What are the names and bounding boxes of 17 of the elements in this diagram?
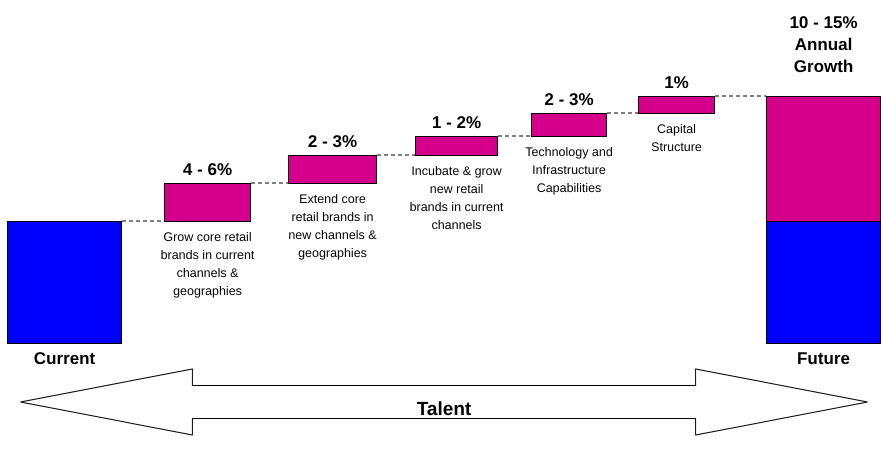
bar-description: Incubate & grow new retail brands in current channels — [409, 163, 504, 234]
value-label: 1% — [664, 72, 689, 94]
dashed-connector — [250, 182, 288, 184]
bar-label: Future — [796, 348, 851, 370]
arrow-label: Talent — [416, 398, 472, 422]
bar-description: Technology and Infrastructure Capabilities — [524, 144, 614, 197]
bar-description: Capital Structure — [650, 121, 703, 156]
bar-description: Grow core retail brands in current channels & geographies — [160, 229, 256, 300]
value-label: 4 - 6% — [182, 159, 232, 181]
bar-label: Current — [32, 348, 96, 370]
total-label: 10 - 15% Annual Growth — [788, 12, 859, 78]
dashed-connector — [606, 112, 638, 114]
value-label: 2 - 3% — [544, 89, 594, 111]
value-label: 1 - 2% — [432, 112, 482, 134]
bar-description: Extend core retail brands in new channels & geographies — [287, 191, 378, 262]
value-label: 2 - 3% — [308, 131, 358, 153]
dashed-connector — [376, 154, 416, 156]
